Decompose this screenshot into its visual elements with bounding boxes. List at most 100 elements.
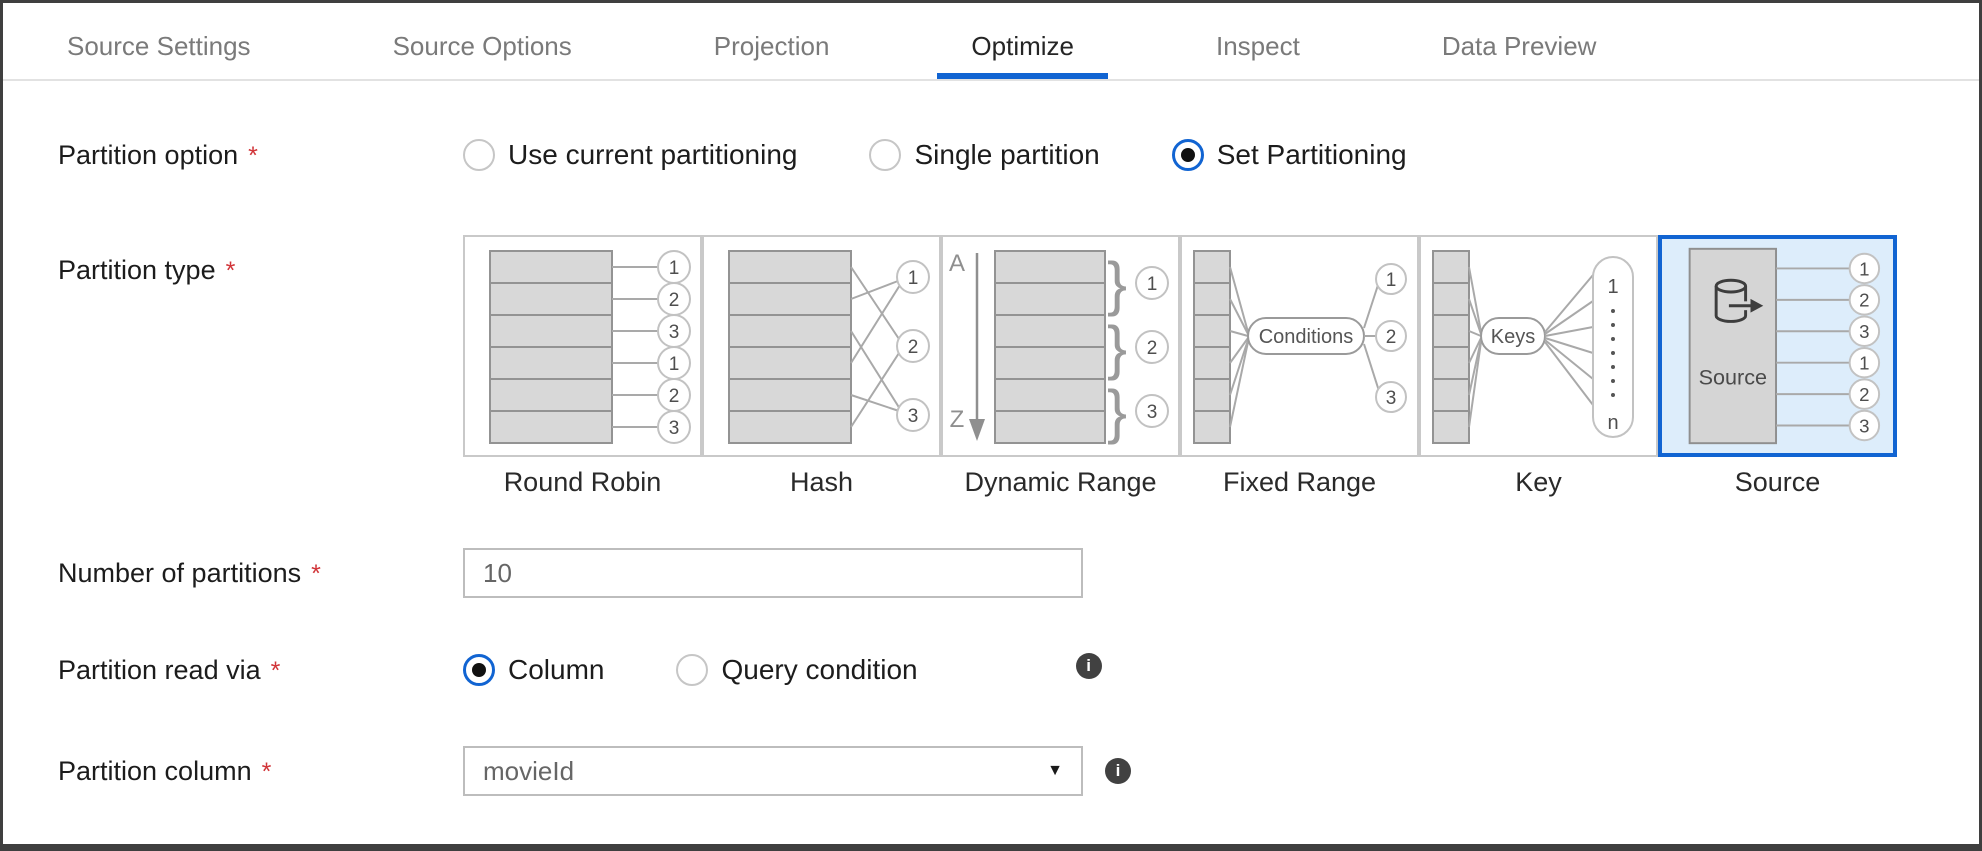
partition-number: 2 — [1859, 384, 1869, 405]
key-diagram: Keys 1 n — [1432, 250, 1634, 444]
partition-number: 1 — [1859, 258, 1869, 279]
radio-icon — [676, 654, 709, 686]
sort-start-label: A — [949, 250, 965, 277]
tab-source-settings[interactable]: Source Settings — [67, 31, 251, 61]
partition-number: 3 — [1386, 388, 1397, 409]
required-marker: * — [261, 757, 272, 786]
number-of-partitions-label: Number of partitions* — [58, 557, 321, 588]
partition-type-row: Partition type* — [58, 235, 1979, 498]
partition-number: 1 — [669, 258, 680, 279]
partition-number: 1 — [1147, 274, 1158, 295]
tile-label-fixed-range: Fixed Range — [1222, 467, 1377, 497]
number-of-partitions-row: Number of partitions* — [58, 548, 1979, 598]
partition-number: 2 — [1147, 338, 1158, 359]
partition-number: 3 — [1147, 402, 1158, 423]
partition-number: 2 — [669, 386, 680, 407]
tile-dynamic-range[interactable]: A Z } } } — [941, 235, 1180, 457]
sort-end-label: Z — [950, 406, 965, 433]
radio-icon — [1171, 139, 1204, 171]
tile-source[interactable]: Source 1 2 3 — [1658, 235, 1897, 457]
partition-number: 1 — [1386, 270, 1397, 291]
partition-number: 3 — [1859, 415, 1869, 436]
radio-icon — [869, 139, 902, 171]
partition-read-via-row: Partition read via* Column Query conditi… — [58, 653, 1979, 686]
partition-type-label: Partition type* — [58, 255, 236, 285]
partition-column-value: movieId — [483, 755, 575, 786]
partition-number: 3 — [908, 406, 919, 427]
round-robin-diagram: 1 2 3 1 2 3 — [489, 250, 691, 444]
first-partition-label: 1 — [1607, 276, 1618, 298]
tile-label-round-robin: Round Robin — [503, 467, 662, 497]
partition-column-row: Partition column* movieId ▼ i — [58, 746, 1979, 796]
number-of-partitions-input[interactable] — [463, 548, 1083, 598]
info-icon[interactable]: i — [1105, 758, 1131, 784]
partition-column-dropdown[interactable]: movieId ▼ — [463, 746, 1083, 796]
optimize-form: Partition option* Use current partitioni… — [3, 81, 1979, 796]
chevron-down-icon: ▼ — [1047, 762, 1063, 779]
partition-number: 3 — [669, 418, 680, 439]
conditions-pill-label: Conditions — [1259, 326, 1354, 348]
partition-type-tile-labels: Round Robin Hash Dynamic Range Fixed Ran… — [463, 467, 1897, 498]
required-marker: * — [248, 141, 258, 170]
tile-hash[interactable]: 1 2 3 — [702, 235, 941, 457]
radio-icon — [463, 139, 495, 171]
source-box-label: Source — [1699, 364, 1767, 389]
partition-number: 1 — [669, 354, 680, 375]
partition-number: 1 — [1859, 353, 1869, 374]
required-marker: * — [311, 559, 321, 588]
tile-label-source: Source — [1734, 467, 1821, 497]
sort-arrow-icon — [969, 419, 985, 441]
svg-text:}: } — [1107, 250, 1127, 317]
keys-pill-label: Keys — [1491, 326, 1535, 348]
radio-label: Single partition — [914, 139, 1100, 170]
radio-single-partition[interactable]: Single partition — [869, 139, 1100, 171]
partition-number: 2 — [908, 337, 919, 358]
tile-key[interactable]: Keys 1 n — [1419, 235, 1658, 457]
svg-text:}: } — [1107, 378, 1127, 445]
radio-set-partitioning[interactable]: Set Partitioning — [1171, 139, 1407, 171]
svg-text:}: } — [1107, 314, 1127, 381]
partition-read-via-label: Partition read via* — [58, 654, 281, 685]
partition-column-label: Partition column* — [58, 755, 272, 786]
partition-read-via-radio-group: Column Query condition — [463, 654, 990, 686]
tile-round-robin[interactable]: 1 2 3 1 2 3 — [463, 235, 702, 457]
partition-option-label: Partition option* — [58, 139, 258, 170]
partition-number: 3 — [669, 322, 680, 343]
tab-source-options[interactable]: Source Options — [392, 31, 572, 61]
fixed-range-diagram: Conditions 1 2 3 — [1193, 250, 1407, 444]
tile-label-hash: Hash — [789, 467, 854, 497]
partition-type-tiles: 1 2 3 1 2 3 — [463, 235, 1897, 457]
tab-bar: Source Settings Source Options Projectio… — [3, 3, 1979, 81]
tab-optimize[interactable]: Optimize — [937, 33, 1108, 79]
partition-type-picker: 1 2 3 1 2 3 — [463, 235, 1897, 498]
radio-query-condition[interactable]: Query condition — [676, 654, 918, 686]
partition-option-radio-group: Use current partitioning Single partitio… — [463, 139, 1479, 171]
hash-diagram: 1 2 3 — [728, 250, 930, 444]
nth-partition-label: n — [1607, 412, 1618, 434]
tile-label-key: Key — [1515, 467, 1562, 497]
radio-column[interactable]: Column — [463, 654, 604, 686]
tab-inspect[interactable]: Inspect — [1215, 31, 1300, 61]
partition-option-row: Partition option* Use current partitioni… — [58, 139, 1979, 171]
info-icon[interactable]: i — [1075, 653, 1102, 679]
radio-label: Query condition — [721, 654, 918, 685]
radio-label: Column — [508, 654, 605, 685]
database-icon — [1714, 278, 1764, 323]
partition-number: 2 — [1386, 327, 1397, 348]
required-marker: * — [270, 656, 281, 685]
source-diagram: Source 1 2 3 — [1688, 247, 1881, 445]
radio-label: Set Partitioning — [1216, 139, 1407, 170]
tile-label-dynamic-range: Dynamic Range — [964, 467, 1157, 497]
partition-number: 2 — [1859, 290, 1869, 311]
tab-projection[interactable]: Projection — [713, 31, 830, 61]
radio-icon — [463, 654, 495, 686]
tab-data-preview[interactable]: Data Preview — [1441, 31, 1597, 61]
radio-use-current-partitioning[interactable]: Use current partitioning — [463, 139, 797, 171]
partition-number: 2 — [669, 290, 680, 311]
tile-fixed-range[interactable]: Conditions 1 2 3 — [1180, 235, 1419, 457]
dynamic-range-diagram: A Z } } } — [949, 250, 1169, 445]
radio-label: Use current partitioning — [508, 139, 798, 170]
partition-number: 1 — [908, 268, 919, 289]
partition-number: 3 — [1859, 321, 1869, 342]
